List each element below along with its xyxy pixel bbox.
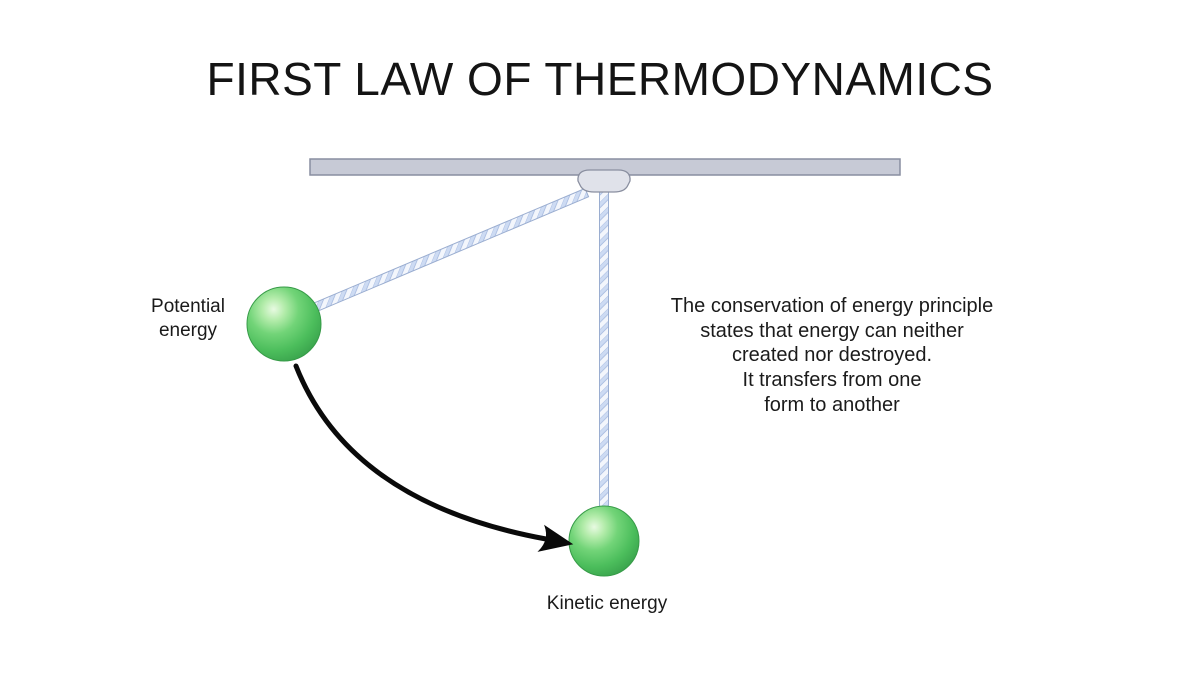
potential-energy-label: Potential energy xyxy=(151,296,225,341)
swing-arrow-head xyxy=(537,524,574,552)
rope-vertical xyxy=(599,183,609,509)
conservation-principle-text: The conservation of energy principle sta… xyxy=(670,295,994,416)
page-title: FIRST LAW OF THERMODYNAMICS xyxy=(206,53,994,105)
kinetic-energy-label: Kinetic energy xyxy=(546,593,668,614)
rope-diagonal xyxy=(306,187,590,315)
swing-arrow-curve xyxy=(293,363,549,542)
ball-kinetic-energy xyxy=(568,505,640,577)
ball-potential-energy xyxy=(246,286,322,362)
pivot-knob xyxy=(577,169,631,193)
